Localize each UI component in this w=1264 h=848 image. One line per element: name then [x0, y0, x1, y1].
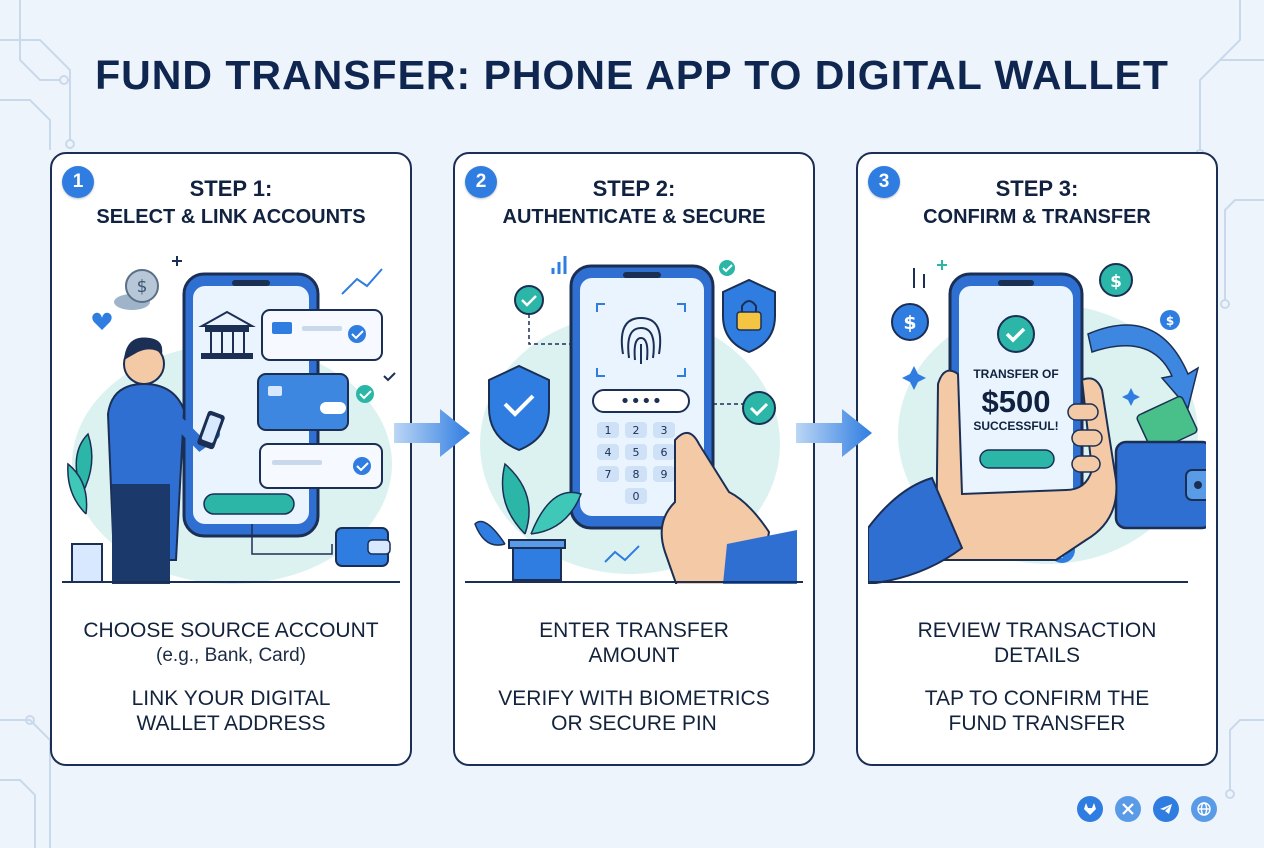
globe-icon[interactable] — [1191, 796, 1217, 822]
keypad-key: 4 — [597, 444, 619, 460]
svg-text:2: 2 — [633, 424, 640, 437]
keypad-key: 1 — [597, 422, 619, 438]
svg-text:9: 9 — [661, 468, 668, 481]
svg-text:6: 6 — [661, 446, 668, 459]
wallet-icon — [335, 527, 391, 567]
step-description-1: REVIEW TRANSACTION DETAILS — [917, 619, 1157, 667]
step-label: STEP 1: — [189, 176, 273, 201]
shield-check-icon — [488, 364, 550, 452]
gitlab-icon[interactable] — [1077, 796, 1103, 822]
step-label: STEP 3: — [995, 176, 1079, 201]
step-card-2: 2 STEP 2: AUTHENTICATE & SECURE •••• — [453, 152, 815, 766]
svg-text:$: $ — [903, 312, 916, 334]
success-check-icon — [997, 315, 1035, 353]
svg-text:$: $ — [1110, 272, 1122, 292]
pin-keypad: 1 2 3 4 5 6 7 8 9 — [597, 422, 675, 504]
keypad-key: 5 — [625, 444, 647, 460]
keypad-key: 9 — [653, 466, 675, 482]
person-figure — [106, 337, 225, 584]
curved-arrow-icon — [1087, 324, 1200, 410]
bank-icon — [198, 310, 256, 359]
holding-hand — [868, 369, 1118, 584]
step-title: SELECT & LINK ACCOUNTS — [96, 206, 366, 228]
svg-text:0: 0 — [633, 490, 640, 503]
step-card-1: 1 STEP 1: SELECT & LINK ACCOUNTS $ — [50, 152, 412, 766]
pointing-hand — [660, 432, 797, 584]
step-description-1: CHOOSE SOURCE ACCOUNT (e.g., Bank, Card) — [83, 619, 379, 666]
step-description-1: ENTER TRANSFER AMOUNT — [539, 619, 729, 667]
plant-icon — [474, 462, 582, 581]
lock-shield-icon — [722, 278, 776, 354]
x-icon[interactable] — [1115, 796, 1141, 822]
svg-text:$: $ — [137, 277, 148, 297]
step-card-3: 3 STEP 3: CONFIRM & TRANSFER $ $ $ $ TRA… — [856, 152, 1218, 766]
svg-text:3: 3 — [661, 424, 668, 437]
check-icon — [348, 325, 366, 343]
plant-icon — [67, 432, 103, 583]
keypad-key: 8 — [625, 466, 647, 482]
step-title: AUTHENTICATE & SECURE — [502, 206, 766, 228]
svg-text:4: 4 — [605, 446, 612, 459]
step-number-badge: 2 — [465, 166, 497, 198]
link-accounts-illustration: $ — [62, 256, 400, 584]
arrow-right-icon — [796, 409, 872, 457]
keypad-key: 3 — [653, 422, 675, 438]
keypad-key: 7 — [597, 466, 619, 482]
arrow-right-icon — [394, 409, 470, 457]
keypad-key: 6 — [653, 444, 675, 460]
page-title: FUND TRANSFER: PHONE APP TO DIGITAL WALL… — [95, 52, 1169, 98]
telegram-icon[interactable] — [1153, 796, 1179, 822]
svg-text:$: $ — [1166, 314, 1174, 328]
svg-text:••••: •••• — [620, 391, 662, 412]
step-description-2: VERIFY WITH BIOMETRICS OR SECURE PIN — [498, 687, 770, 735]
check-icon — [742, 391, 776, 425]
svg-text:1: 1 — [605, 424, 612, 437]
transfer-label: TRANSFER OF — [973, 367, 1058, 381]
step-number-badge: 3 — [868, 166, 900, 198]
transfer-status: SUCCESSFUL! — [973, 419, 1058, 433]
svg-text:7: 7 — [605, 468, 612, 481]
fingerprint-icon — [596, 303, 686, 377]
step-title: CONFIRM & TRANSFER — [923, 206, 1151, 228]
step-number-badge: 1 — [62, 166, 94, 198]
step-label: STEP 2: — [592, 176, 676, 201]
heart-icon — [92, 312, 112, 330]
wallet-icon — [1114, 395, 1206, 530]
keypad-key: 2 — [625, 422, 647, 438]
step-description-2: LINK YOUR DIGITAL WALLET ADDRESS — [131, 687, 331, 735]
svg-text:5: 5 — [633, 446, 640, 459]
transfer-amount: $500 — [982, 384, 1051, 419]
authenticate-illustration: •••• 1 2 3 4 5 6 7 8 — [465, 256, 803, 584]
svg-text:8: 8 — [633, 468, 640, 481]
step-description-2: TAP TO CONFIRM THE FUND TRANSFER — [924, 687, 1150, 735]
keypad-key: 0 — [625, 488, 647, 504]
confirm-transfer-illustration: $ $ $ $ TRANSFER OF $500 SUCCESSFUL! — [868, 260, 1206, 584]
coin-icon: $ — [114, 269, 159, 310]
